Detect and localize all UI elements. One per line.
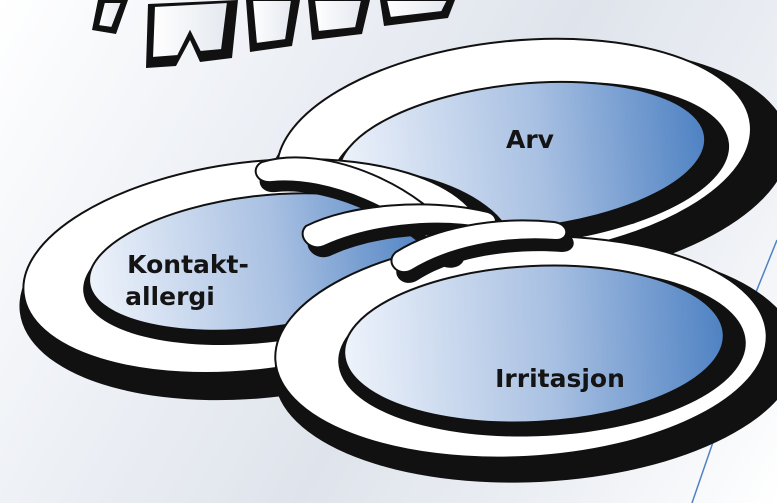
label-irritation: Irritasjon xyxy=(495,364,625,393)
label-contact-allergy-line1: Kontakt- xyxy=(127,250,249,279)
label-heredity: Arv xyxy=(506,125,554,154)
label-contact-allergy-line2: allergi xyxy=(125,282,215,311)
heading-lettering-graphic xyxy=(92,0,455,68)
